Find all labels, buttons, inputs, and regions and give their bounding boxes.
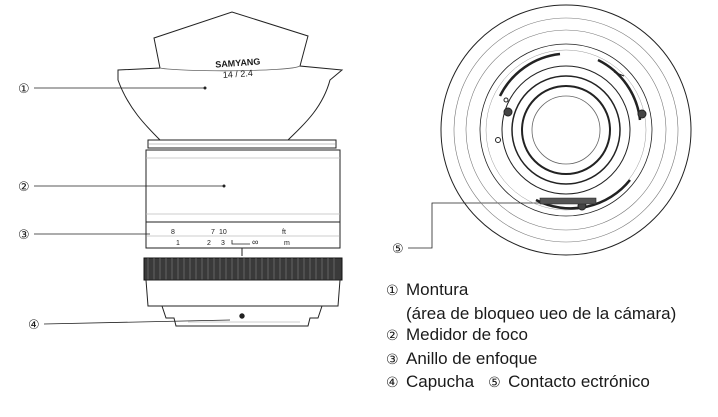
scale-bottom-4: m xyxy=(284,240,290,247)
legend-num-1: ① xyxy=(386,283,399,299)
legend-label-3: Anillo de enfoque xyxy=(406,348,538,368)
lens-side-view xyxy=(117,11,344,327)
callout-1: ① xyxy=(18,82,30,97)
legend-item-3: ③ Anillo de enfoque xyxy=(386,348,676,372)
scale-top-4: ft xyxy=(282,229,286,236)
lens-model-text: 14 / 2.4 xyxy=(222,68,253,80)
callout-lines xyxy=(34,87,540,325)
lens-hood xyxy=(117,11,344,141)
legend-num-2: ② xyxy=(386,328,399,344)
legend-num-4: ④ xyxy=(386,375,399,391)
legend-num-5: ⑤ xyxy=(488,375,501,391)
legend: ① Montura (área de bloqueo ueo de la cáma… xyxy=(386,279,676,395)
callout-5: ⑤ xyxy=(392,242,404,257)
legend-label-4: Capucha xyxy=(406,372,475,391)
scale-bottom-2: 2 xyxy=(207,240,211,247)
scale-bottom-1: 1 xyxy=(176,240,180,247)
scale-top-2: 7 xyxy=(211,229,215,236)
legend-item-4-5: ④ Capucha ⑤ Contacto ectrónico xyxy=(386,371,676,395)
electronic-contacts xyxy=(539,197,597,205)
infinity-mark: ∞ xyxy=(252,237,258,247)
callout-3: ③ xyxy=(18,228,30,243)
callout-4: ④ xyxy=(28,318,40,333)
legend-num-3: ③ xyxy=(386,351,399,368)
legend-label-1: Montura xyxy=(406,280,469,299)
legend-item-1: ① Montura xyxy=(386,279,676,303)
callout-2: ② xyxy=(18,180,30,195)
legend-item-2: ② Medidor de foco xyxy=(386,324,676,348)
scale-top-1: 8 xyxy=(171,229,175,236)
lens-rear-view xyxy=(440,4,692,256)
scale-top-3: 10 xyxy=(219,229,227,236)
scale-bottom-3: 3 xyxy=(221,240,225,247)
focus-ring xyxy=(143,257,343,281)
legend-item-1-sub: (área de bloqueo ueo de la cámara) xyxy=(406,303,677,323)
legend-label-5: Contacto ectrónico xyxy=(508,372,650,391)
legend-label-2: Medidor de foco xyxy=(406,325,528,344)
lens-brand-text: SAMYANG xyxy=(215,56,261,69)
